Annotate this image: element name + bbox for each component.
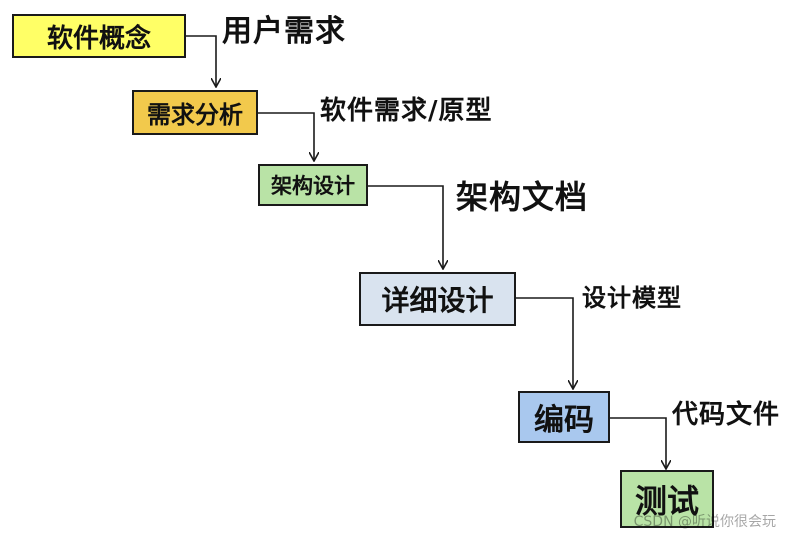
stage-requirements-analysis: 需求分析 xyxy=(132,90,258,135)
output-user-requirements: 用户需求 xyxy=(222,14,346,49)
connector-5 xyxy=(610,417,666,468)
stage-architecture-design: 架构设计 xyxy=(258,164,368,206)
stage-label: 软件概念 xyxy=(46,23,151,54)
stage-label: 架构设计 xyxy=(271,173,355,198)
connector-4 xyxy=(516,297,573,388)
connector-3 xyxy=(368,185,443,268)
connector-2 xyxy=(258,112,314,160)
stage-label: 详细设计 xyxy=(381,284,494,317)
stage-label: 测试 xyxy=(634,482,699,520)
output-code-files: 代码文件 xyxy=(672,400,781,430)
stage-label: 需求分析 xyxy=(147,100,243,129)
stage-software-concept: 软件概念 xyxy=(12,14,186,58)
watermark: CSDN @听说你很会玩 xyxy=(633,514,776,530)
stage-testing: 测试 xyxy=(620,470,714,528)
stage-detailed-design: 详细设计 xyxy=(359,272,516,326)
output-design-model: 设计模型 xyxy=(582,283,682,312)
stage-label: 编码 xyxy=(534,403,594,438)
output-architecture-document: 架构文档 xyxy=(456,178,589,216)
stage-coding: 编码 xyxy=(518,391,610,443)
output-software-requirements-prototype: 软件需求/原型 xyxy=(320,96,493,126)
connector-1 xyxy=(186,35,216,86)
